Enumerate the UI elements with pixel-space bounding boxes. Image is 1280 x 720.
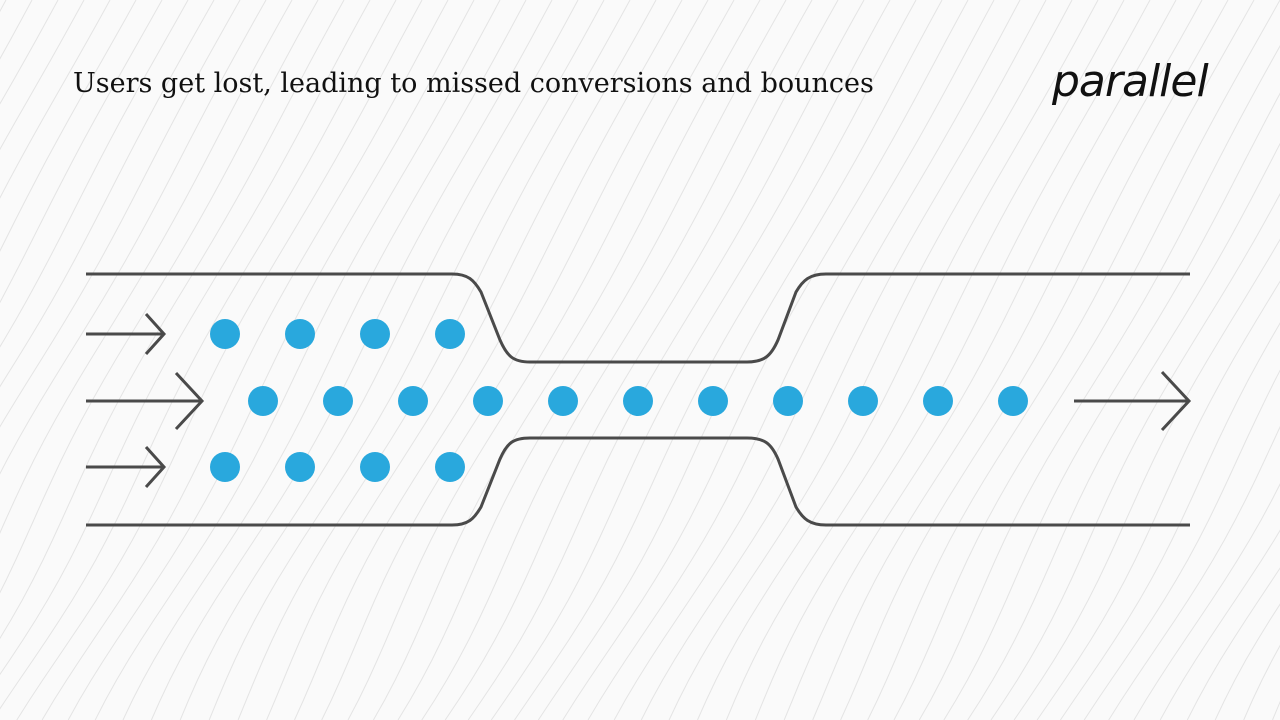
pattern-line: [266, 0, 657, 720]
user-dot: [998, 386, 1028, 416]
pattern-line: [967, 142, 1280, 720]
pattern-line: [0, 0, 267, 475]
pattern-line: [537, 0, 943, 720]
user-dot: [285, 319, 315, 349]
pattern-line: [562, 0, 969, 720]
pattern-line: [0, 0, 241, 428]
pattern-line: [918, 45, 1280, 720]
user-dot: [548, 386, 578, 416]
pattern-line: [490, 0, 891, 720]
pattern-line: [1059, 322, 1280, 720]
user-dot: [848, 386, 878, 416]
user-dot: [623, 386, 653, 416]
pattern-line: [990, 192, 1280, 720]
user-dots: [210, 319, 1028, 482]
pattern-line: [0, 0, 163, 304]
pattern-line: [668, 0, 1073, 720]
user-dot: [435, 319, 465, 349]
pattern-line: [347, 0, 735, 720]
pattern-line: [1108, 425, 1280, 720]
pattern-line: [1036, 280, 1280, 720]
pattern-line: [0, 0, 371, 676]
user-dot: [923, 386, 953, 416]
pattern-line: [0, 0, 215, 388]
pattern-line: [397, 0, 787, 720]
pattern-line: [208, 0, 605, 720]
pattern-line: [0, 0, 85, 151]
pattern-line: [725, 0, 1125, 720]
user-dot: [698, 386, 728, 416]
pattern-line: [867, 0, 1255, 720]
pattern-line: [0, 0, 345, 640]
input-arrow-middle: [86, 371, 205, 431]
pattern-line: [0, 0, 189, 348]
input-arrow-top: [86, 312, 167, 356]
pattern-line: [613, 0, 1021, 720]
pattern-line: [1013, 238, 1280, 720]
pattern-line: [0, 0, 293, 534]
pattern-line: [1186, 567, 1280, 720]
pattern-line: [94, 0, 501, 720]
channel-top-outline: [86, 272, 1190, 364]
parallel-logo: parallel: [1052, 56, 1209, 107]
pattern-line: [0, 0, 111, 199]
slide-title: Users get lost, leading to missed conver…: [73, 68, 874, 99]
user-dot: [323, 386, 353, 416]
pattern-line: [587, 0, 995, 720]
pattern-line: [41, 0, 449, 720]
output-arrow: [1074, 370, 1192, 432]
pattern-line: [754, 0, 1151, 720]
pattern-line: [893, 0, 1280, 720]
user-dot: [360, 319, 390, 349]
pattern-line: [294, 0, 683, 720]
input-arrow-bottom: [86, 445, 167, 489]
pattern-line: [372, 0, 761, 720]
pattern-line: [812, 0, 1203, 720]
user-dot: [473, 386, 503, 416]
user-dot: [210, 452, 240, 482]
user-dot: [248, 386, 278, 416]
pattern-line: [0, 0, 397, 710]
pattern-line: [514, 0, 917, 720]
pattern-line: [840, 0, 1229, 720]
pattern-line: [640, 0, 1047, 720]
pattern-line: [697, 0, 1099, 720]
pattern-line: [467, 0, 865, 720]
user-dot: [210, 319, 240, 349]
pattern-line: [179, 0, 579, 720]
pattern-line: [67, 0, 475, 720]
pattern-line: [444, 0, 839, 720]
user-dot: [398, 386, 428, 416]
pattern-line: [122, 0, 527, 720]
pattern-line: [1159, 529, 1280, 720]
user-dot: [285, 452, 315, 482]
pattern-line: [237, 0, 631, 720]
user-dot: [360, 452, 390, 482]
pattern-line: [1133, 483, 1280, 720]
channel-bottom-outline: [86, 436, 1190, 527]
pattern-line: [943, 92, 1280, 720]
pattern-line: [16, 0, 423, 720]
pattern-line: [421, 0, 813, 720]
pattern-line: [150, 0, 553, 720]
pattern-line: [0, 0, 319, 594]
pattern-line: [783, 0, 1177, 720]
user-dot: [773, 386, 803, 416]
pattern-line: [0, 0, 137, 252]
pattern-line: [1083, 369, 1280, 720]
user-dot: [435, 452, 465, 482]
